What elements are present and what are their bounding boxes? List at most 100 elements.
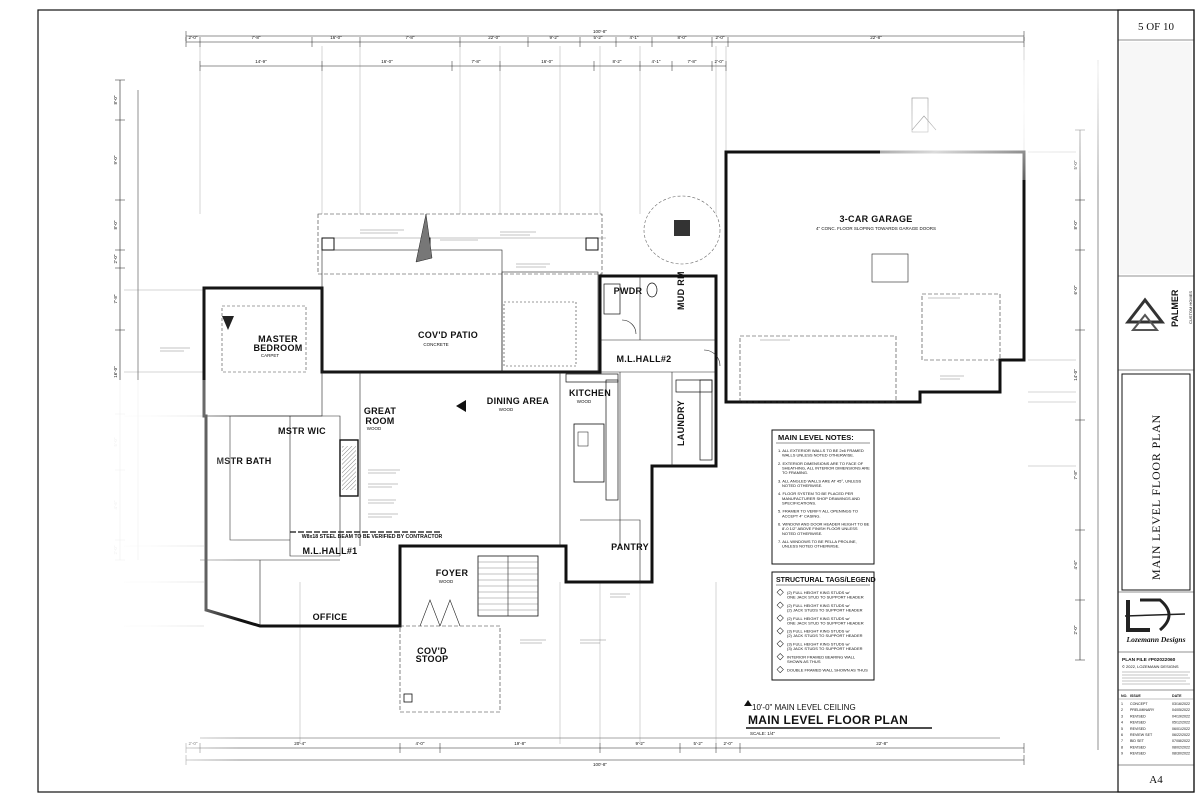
client-logo: PALMER CUSTOM HOMES: [1124, 289, 1193, 331]
dimension-label: 8'-0": [678, 35, 687, 40]
dimension-label: 4'-1": [652, 59, 661, 64]
dimension-label: 7'-8": [113, 294, 118, 303]
note-item: SHEATHING, ALL INTERIOR DIMENSIONS ARE: [782, 465, 870, 470]
room-label-master-bedroom-2: BEDROOM: [253, 343, 302, 353]
room-sub-dining-area: WOOD: [499, 407, 514, 412]
revision-cell: 04/19/2022: [1172, 714, 1190, 718]
note-item: 5. FRAMER TO VERIFY ALL OPENINGS TO: [778, 509, 858, 514]
dimension-label: 2'-0": [716, 35, 725, 40]
dimension-label: 2'-0": [1073, 625, 1078, 634]
dimension-label: 7'-8": [688, 59, 697, 64]
room-label-office: OFFICE: [313, 612, 348, 622]
dimension-label: 9'-2": [550, 35, 559, 40]
dimension-label: 100'-8": [593, 762, 607, 767]
dimension-label: 8'-0": [113, 220, 118, 229]
sheet-title-vertical: MAIN LEVEL FLOOR PLAN: [1149, 414, 1163, 580]
note-item: (3) FULL HEIGHT KING STUDS w/: [787, 629, 850, 634]
note-item: WALLS UNLESS NOTED OTHERWISE.: [782, 453, 854, 458]
revision-cell: 9: [1121, 752, 1123, 756]
dimension-label: 9'-2": [636, 741, 645, 746]
room-label-covd-patio: COV'D PATIO: [418, 330, 478, 340]
note-item: ONE JACK STUD TO SUPPORT HEADER: [787, 620, 864, 625]
fade-overlay-top-right: [880, 60, 1116, 180]
staircase: [477, 555, 539, 617]
revision-cell: CONCEPT: [1130, 702, 1148, 706]
note-item: (2) FULL HEIGHT KING STUDS w/: [787, 590, 850, 595]
dimension-label: 4'-1": [630, 35, 639, 40]
room-label-garage: 3-CAR GARAGE: [839, 214, 912, 224]
dimension-label: 6'-0": [1073, 285, 1078, 294]
room-label-foyer: FOYER: [436, 568, 469, 578]
dimension-label: 14'-9": [255, 59, 267, 64]
dimension-label: 16'-0": [330, 35, 342, 40]
dimension-label: 7'-8": [406, 35, 415, 40]
room-sub-kitchen: WOOD: [577, 399, 592, 404]
fireplace: [339, 439, 359, 497]
revision-cell: 05/12/2022: [1172, 721, 1190, 725]
revision-cell: 5: [1121, 727, 1123, 731]
patio-roof-outline: [317, 213, 603, 275]
kitchen-island: [573, 423, 605, 483]
revision-cell: 04/05/2022: [1172, 708, 1190, 712]
main-level-notes-title: MAIN LEVEL NOTES:: [778, 433, 854, 442]
patio-2-area: [501, 271, 599, 373]
note-item: 2. EXTERIOR DIMENSIONS ARE TO FACE OF: [778, 461, 864, 466]
revision-cell: 8: [1121, 745, 1123, 749]
room-label-covd-stoop-2: STOOP: [416, 654, 449, 664]
note-item: 7. ALL WINDOWS TO BE PELLA PROLINE,: [778, 539, 857, 544]
dimension-strings: 2'-0"7'-8"16'-0"7'-8"22'-0"9'-2"5'-2"4'-…: [113, 29, 1099, 767]
room-label-covd-stoop-1: COV'D: [417, 646, 447, 656]
covd-stoop-area: [399, 625, 501, 713]
room-label-great-room-2: ROOM: [365, 416, 394, 426]
dimension-label: 4'-0": [416, 741, 425, 746]
room-label-great-room-1: GREAT: [364, 406, 397, 416]
client-logo-subtext: CUSTOM HOMES: [1188, 291, 1193, 324]
note-item: (3) JACK STUDS TO SUPPORT HEADER: [787, 646, 863, 651]
dimension-label: 2'-0": [113, 254, 118, 263]
title-block: 5 OF 10 PALMER CUSTOM HOMES MAIN LEVEL F…: [1118, 21, 1194, 786]
sheet-id: A4: [1149, 774, 1163, 786]
copyright: © 2022, LOZEMANN DESIGNS: [1122, 664, 1179, 669]
steel-beam-label: W8x18 STEEL BEAM TO BE VERIFIED BY CONTR…: [302, 534, 443, 540]
room-label-mstr-bath: MSTR BATH: [216, 456, 271, 466]
note-item: TO FRAMING.: [782, 470, 808, 475]
dimension-label: 14'-0": [1073, 369, 1078, 381]
room-sub-covd-patio: CONCRETE: [423, 342, 448, 347]
legend-symbol: [776, 601, 784, 609]
plan-title: MAIN LEVEL FLOOR PLAN: [748, 713, 908, 727]
dimension-label: 2'-0": [724, 741, 733, 746]
title-block-frame: [1117, 9, 1195, 793]
revision-header: ISSUE: [1130, 694, 1141, 698]
room-sub-great-room: WOOD: [367, 426, 382, 431]
revision-cell: BID SET: [1130, 739, 1145, 743]
revision-cell: 06/01/2022: [1172, 727, 1190, 731]
revision-cell: 07/08/2022: [1172, 739, 1190, 743]
floor-plan: 3-CAR GARAGE 4" CONC. FLOOR SLOPING TOWA…: [160, 97, 1026, 736]
room-label-kitchen: KITCHEN: [569, 388, 611, 398]
room-label-m-hall-1: M.L.HALL#1: [302, 546, 357, 556]
note-item: MANUFACTURER SHOP DRAWINGS AND: [782, 496, 860, 501]
note-item: ONE JACK STUD TO SUPPORT HEADER: [787, 595, 864, 600]
dimension-label: 20'-4": [294, 741, 306, 746]
note-item: (2) FULL HEIGHT KING STUDS w/: [787, 603, 850, 608]
legend-symbol: [776, 640, 784, 648]
revision-cell: REVISED: [1130, 721, 1146, 725]
dimension-label: 5'-2": [594, 35, 603, 40]
note-item: 8'-0 1/2" ABOVE FINISH FLOOR UNLESS: [782, 526, 858, 531]
room-label-mstr-wic: MSTR WIC: [278, 426, 326, 436]
dimension-label: 9'-0": [113, 155, 118, 164]
note-item: (3) FULL HEIGHT KING STUDS w/: [787, 642, 850, 647]
note-item: 4. FLOOR SYSTEM TO BE PLACED PER: [778, 491, 853, 496]
revision-cell: 06/22/2022: [1172, 733, 1190, 737]
revision-cell: REVIEW SET: [1130, 733, 1153, 737]
dimension-label: 8'-2": [613, 59, 622, 64]
dimension-label: 8'-0": [113, 95, 118, 104]
revision-header: DATE: [1172, 694, 1182, 698]
revision-cell: 2: [1121, 708, 1123, 712]
room-label-m-hall-2: M.L.HALL#2: [616, 354, 671, 364]
note-item: SHOWN AS THUS: [787, 659, 821, 664]
note-item: (2) JACK STUDS TO SUPPORT HEADER: [787, 607, 863, 612]
revision-cell: REVISED: [1130, 714, 1146, 718]
structural-legend: STRUCTURAL TAGS/LEGEND (2) FULL HEIGHT K…: [771, 571, 876, 681]
